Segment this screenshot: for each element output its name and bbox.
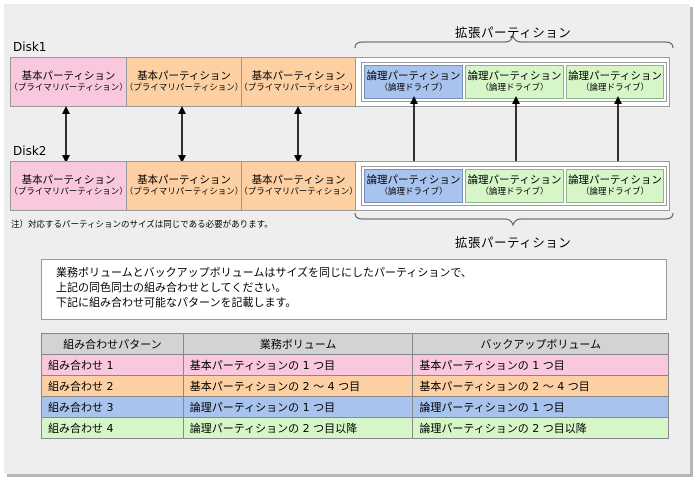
disk1-logical-partition-2: 論理パーティション （論理ドライブ） [465, 65, 564, 99]
disk2-logical-partition-1: 論理パーティション （論理ドライブ） [364, 169, 463, 203]
partition-title: 基本パーティション [21, 174, 116, 187]
backup-volume-cell: 基本パーティションの 1 つ目 [412, 354, 669, 376]
table-row: 組み合わせ 3 論理パーティションの 1 つ目 論理パーティションの 1 つ目 [41, 396, 669, 418]
disk2-primary-partition-2: 基本パーティション （プライマリパーティション） [124, 162, 244, 210]
description-line: 下記に組み合わせ可能なパターンを記載します。 [56, 296, 297, 309]
disk2-primary-partition-1: 基本パーティション （プライマリパーティション） [9, 162, 128, 210]
disk2-logical-partition-3: 論理パーティション （論理ドライブ） [566, 169, 664, 203]
header-backup-volume: バックアップボリューム [412, 333, 669, 355]
size-note: 注）対応するパーティションのサイズは同じである必要があります。 [11, 220, 273, 230]
partition-subtitle: （プライマリパーティション） [239, 187, 358, 198]
partition-subtitle: （プライマリパーティション） [9, 83, 128, 94]
disk1-primary-partition-2: 基本パーティション （プライマリパーティション） [124, 58, 244, 106]
partition-title: 論理パーティション [366, 174, 461, 187]
combination-table: 組み合わせパターン 業務ボリューム バックアップボリューム 組み合わせ 1 基本… [41, 333, 669, 439]
backup-volume-cell: 基本パーティションの 2 ～ 4 つ目 [412, 375, 669, 397]
partition-subtitle: （プライマリパーティション） [124, 83, 244, 94]
disk1-primary-partition-3: 基本パーティション （プライマリパーティション） [239, 58, 358, 106]
partition-title: 論理パーティション [467, 70, 562, 83]
description-line: 上記の同色同士の組み合わせとしてください。 [56, 281, 287, 294]
partition-title: 基本パーティション [251, 70, 346, 83]
disk1-primary-partition-1: 基本パーティション （プライマリパーティション） [9, 58, 128, 106]
disk2-extended-partition: 論理パーティション （論理ドライブ） 論理パーティション （論理ドライブ） 論理… [361, 166, 667, 206]
partition-subtitle: （論理ドライブ） [480, 83, 549, 94]
partition-title: 論理パーティション [568, 70, 662, 83]
table-header-row: 組み合わせパターン 業務ボリューム バックアップボリューム [41, 333, 669, 355]
header-pattern: 組み合わせパターン [41, 333, 184, 355]
partition-title: 論理パーティション [467, 174, 562, 187]
partition-subtitle: （論理ドライブ） [379, 187, 448, 198]
extended-partition-label-top: 拡張パーティション [455, 25, 572, 40]
partition-subtitle: （論理ドライブ） [379, 83, 448, 94]
description-line: 業務ボリュームとバックアップボリュームはサイズを同じにしたパーティションで、 [56, 266, 472, 279]
business-volume-cell: 基本パーティションの 1 つ目 [182, 354, 414, 376]
disk2-label: Disk2 [13, 144, 47, 158]
business-volume-cell: 基本パーティションの 2 ～ 4 つ目 [182, 375, 414, 397]
header-business-volume: 業務ボリューム [182, 333, 414, 355]
partition-subtitle: （論理ドライブ） [480, 187, 549, 198]
partition-subtitle: （プライマリパーティション） [239, 83, 358, 94]
disk2-logical-partition-2: 論理パーティション （論理ドライブ） [465, 169, 564, 203]
partition-title: 論理パーティション [366, 70, 461, 83]
pattern-cell: 組み合わせ 1 [41, 354, 184, 376]
partition-title: 基本パーティション [137, 174, 231, 187]
partition-subtitle: （論理ドライブ） [580, 187, 649, 198]
partition-subtitle: （論理ドライブ） [580, 83, 649, 94]
partition-title: 基本パーティション [251, 174, 346, 187]
table-row: 組み合わせ 4 論理パーティションの 2 つ目以降 論理パーティションの 2 つ… [41, 417, 669, 439]
backup-volume-cell: 論理パーティションの 2 つ目以降 [412, 417, 669, 439]
partition-title: 基本パーティション [21, 70, 116, 83]
business-volume-cell: 論理パーティションの 1 つ目 [182, 396, 414, 418]
table-row: 組み合わせ 2 基本パーティションの 2 ～ 4 つ目 基本パーティションの 2… [41, 375, 669, 397]
pattern-cell: 組み合わせ 4 [41, 417, 184, 439]
disk2-bar: 基本パーティション （プライマリパーティション） 基本パーティション （プライマ… [9, 161, 670, 211]
disk1-label: Disk1 [13, 40, 47, 54]
table-row: 組み合わせ 1 基本パーティションの 1 つ目 基本パーティションの 1 つ目 [41, 354, 669, 376]
extended-partition-label-bottom: 拡張パーティション [455, 235, 572, 250]
pattern-cell: 組み合わせ 2 [41, 375, 184, 397]
partition-subtitle: （プライマリパーティション） [9, 187, 128, 198]
description-box: 業務ボリュームとバックアップボリュームはサイズを同じにしたパーティションで、 上… [41, 259, 667, 320]
business-volume-cell: 論理パーティションの 2 つ目以降 [182, 417, 414, 439]
backup-volume-cell: 論理パーティションの 1 つ目 [412, 396, 669, 418]
partition-subtitle: （プライマリパーティション） [124, 187, 244, 198]
partition-title: 論理パーティション [568, 174, 662, 187]
disk1-extended-partition: 論理パーティション （論理ドライブ） 論理パーティション （論理ドライブ） 論理… [361, 62, 667, 102]
pattern-cell: 組み合わせ 3 [41, 396, 184, 418]
disk2-primary-partition-3: 基本パーティション （プライマリパーティション） [239, 162, 358, 210]
disk1-bar: 基本パーティション （プライマリパーティション） 基本パーティション （プライマ… [9, 57, 670, 107]
partition-title: 基本パーティション [137, 70, 231, 83]
disk1-logical-partition-1: 論理パーティション （論理ドライブ） [364, 65, 463, 99]
